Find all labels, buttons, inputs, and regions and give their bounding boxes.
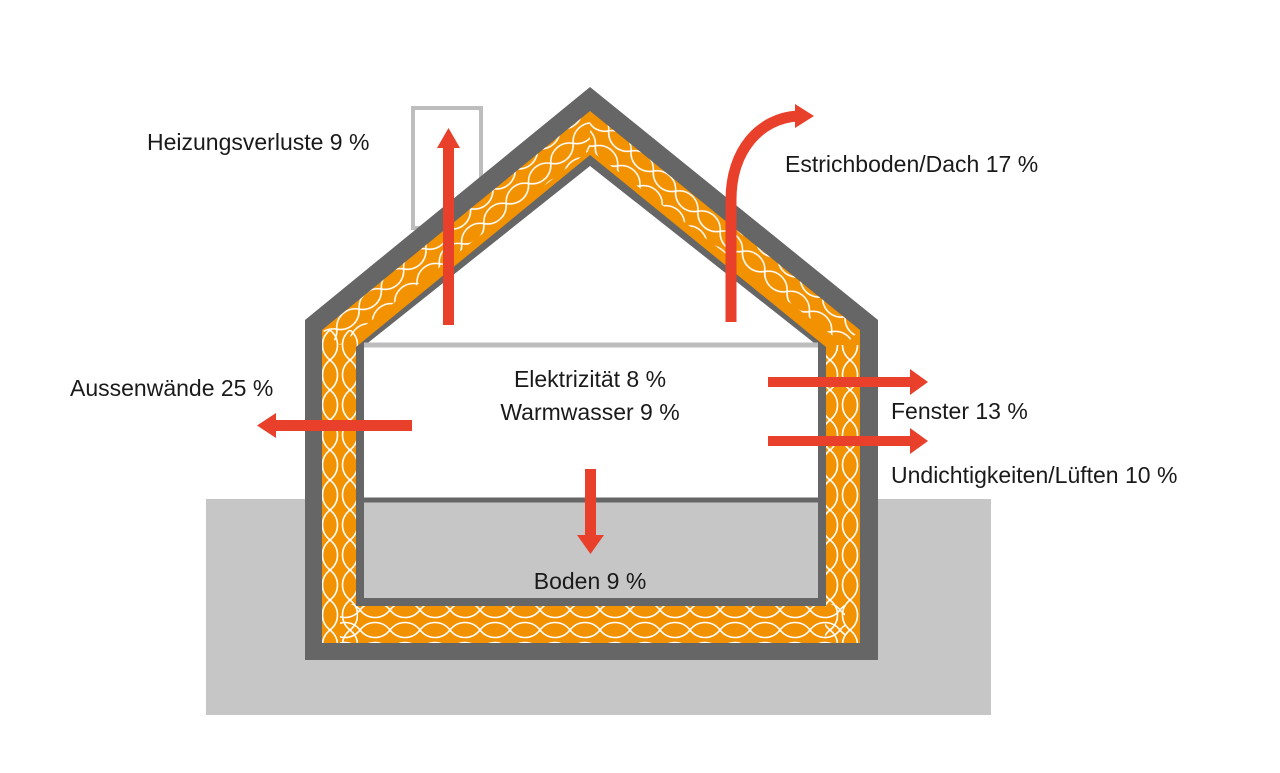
fenster-arrow bbox=[768, 369, 928, 395]
undicht-arrow bbox=[768, 428, 928, 454]
heizung-arrow bbox=[437, 128, 460, 325]
inner-room bbox=[364, 166, 818, 598]
dach-arrow bbox=[725, 104, 814, 322]
label-dach: Estrichboden/Dach 17 % bbox=[785, 151, 1039, 177]
label-warmwasser: Warmwasser 9 % bbox=[500, 399, 680, 425]
label-boden: Boden 9 % bbox=[533, 568, 647, 594]
label-aussen: Aussenwände 25 % bbox=[70, 375, 274, 401]
boden-arrow bbox=[577, 469, 604, 554]
label-elektrizitaet: Elektrizität 8 % bbox=[513, 366, 667, 392]
label-heizung: Heizungsverluste 9 % bbox=[147, 129, 370, 155]
label-undicht: Undichtigkeiten/Lüften 10 % bbox=[891, 462, 1178, 488]
aussen-arrow bbox=[257, 413, 412, 438]
label-fenster: Fenster 13 % bbox=[891, 398, 1028, 424]
